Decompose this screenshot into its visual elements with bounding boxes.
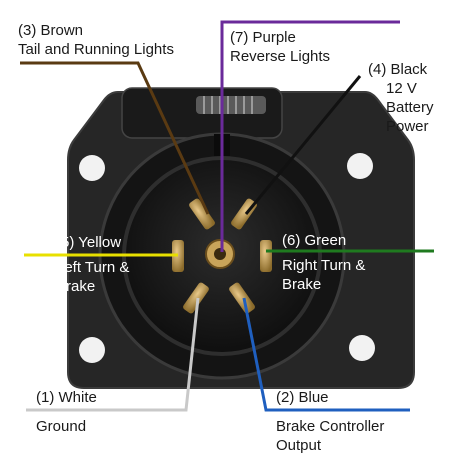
label-white-title: (1) White <box>36 389 97 406</box>
label-black-line3: Power <box>386 118 429 135</box>
hinge-spring <box>196 96 266 114</box>
wire-black <box>244 75 362 215</box>
label-purple: (7) Purple Reverse Lights <box>230 28 330 66</box>
label-blue-line1: Brake Controller <box>276 418 385 435</box>
wire-white <box>26 297 200 412</box>
label-green-line2: Brake <box>282 276 322 293</box>
mounting-hole-bottom-left <box>79 337 105 363</box>
wire-blue <box>242 297 410 412</box>
mounting-hole-top-right <box>347 153 373 179</box>
label-black-line1: 12 V <box>386 80 417 97</box>
label-green: (6) Green Right Turn & Brake <box>282 231 365 294</box>
label-white: (1) White Ground <box>36 388 97 436</box>
wire-purple <box>220 20 400 252</box>
label-blue: (2) Blue Brake Controller Output <box>276 388 384 455</box>
label-yellow-line1: Left Turn & <box>56 259 130 276</box>
mounting-hole-bottom-right <box>349 335 375 361</box>
label-black-line2: Battery <box>386 99 434 116</box>
label-yellow-line2: Brake <box>56 278 96 295</box>
label-white-function: Ground <box>36 418 87 435</box>
label-brown: (3) Brown Tail and Running Lights <box>18 21 174 59</box>
mounting-hole-top-left <box>79 155 105 181</box>
label-brown-title: (3) Brown <box>18 22 84 39</box>
label-brown-function: Tail and Running Lights <box>18 41 174 58</box>
label-purple-title: (7) Purple <box>230 29 296 46</box>
wire-brown <box>20 61 210 215</box>
label-green-title: (6) Green <box>282 232 347 249</box>
label-yellow-title: (5) Yellow <box>56 234 122 251</box>
label-yellow: (5) Yellow Left Turn & Brake <box>56 233 129 296</box>
label-purple-function: Reverse Lights <box>230 48 331 65</box>
label-blue-title: (2) Blue <box>276 389 329 406</box>
label-blue-line2: Output <box>276 437 322 454</box>
label-green-line1: Right Turn & <box>282 257 366 274</box>
label-black-title: (4) Black <box>368 61 428 78</box>
label-black: (4) Black 12 V Battery Power <box>368 60 434 136</box>
